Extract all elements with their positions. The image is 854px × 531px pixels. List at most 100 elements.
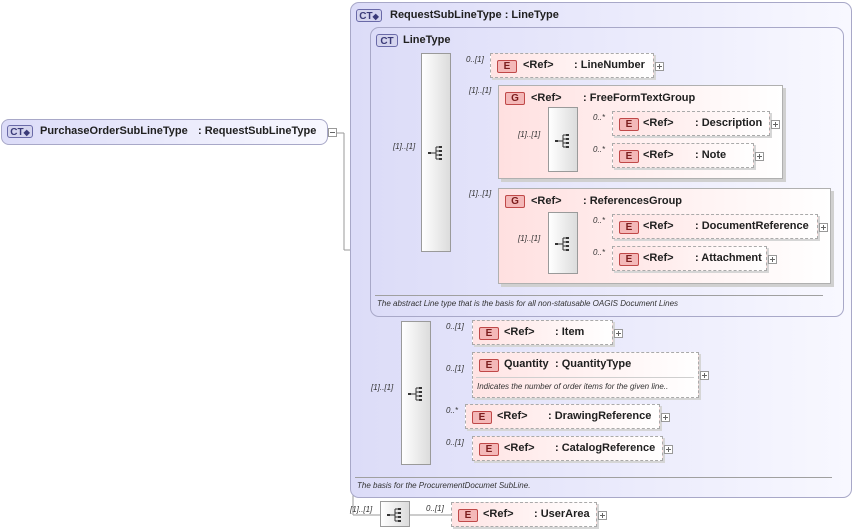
element-document-reference[interactable]: E <Ref> : DocumentReference bbox=[612, 214, 818, 239]
separator bbox=[375, 295, 823, 296]
expand-icon[interactable] bbox=[655, 62, 664, 71]
request-subline-note: The basis for the ProcurementDocumet Sub… bbox=[357, 481, 531, 490]
sequence-icon bbox=[428, 146, 442, 160]
group-name: : FreeFormTextGroup bbox=[583, 92, 696, 104]
element-tag: E bbox=[619, 221, 639, 234]
element-name: : DocumentReference bbox=[695, 220, 809, 232]
element-name: : QuantityType bbox=[555, 358, 632, 370]
separator bbox=[476, 377, 694, 378]
collapse-icon[interactable] bbox=[328, 128, 337, 137]
cardinality: 0..[1] bbox=[446, 438, 464, 447]
element-user-area[interactable]: E <Ref> : UserArea bbox=[451, 502, 597, 527]
element-tag: E bbox=[479, 327, 499, 340]
cardinality: 0..[1] bbox=[446, 364, 464, 373]
element-tag: E bbox=[619, 253, 639, 266]
element-ref: <Ref> bbox=[643, 220, 674, 232]
cardinality: [1]..[1] bbox=[393, 142, 416, 151]
sequence-icon bbox=[387, 508, 401, 522]
element-name: : Note bbox=[695, 149, 727, 161]
element-ref: Quantity bbox=[504, 358, 549, 370]
cardinality: 0..[1] bbox=[466, 55, 484, 64]
ct-tag-label: CT bbox=[10, 127, 24, 138]
sequence-compositor[interactable] bbox=[548, 212, 578, 274]
cardinality: [1]..[1] bbox=[518, 130, 541, 139]
element-drawing-reference[interactable]: E <Ref> : DrawingReference bbox=[465, 404, 660, 429]
expand-icon[interactable] bbox=[771, 120, 780, 129]
element-attachment[interactable]: E <Ref> : Attachment bbox=[612, 246, 767, 271]
element-name: : CatalogReference bbox=[555, 442, 656, 454]
sequence-compositor[interactable] bbox=[421, 53, 451, 252]
expand-icon[interactable] bbox=[755, 152, 764, 161]
root-complex-type[interactable]: CT◆ PurchaseOrderSubLineType : RequestSu… bbox=[1, 119, 328, 145]
element-ref: <Ref> bbox=[643, 117, 674, 129]
group-ref: <Ref> bbox=[531, 195, 562, 207]
cardinality: [1]..[1] bbox=[469, 189, 492, 198]
element-ref: <Ref> bbox=[504, 442, 535, 454]
element-ref: <Ref> bbox=[643, 149, 674, 161]
line-type-title: LineType bbox=[403, 34, 451, 46]
element-note-text: Indicates the number of order items for … bbox=[477, 382, 669, 391]
sequence-icon bbox=[555, 237, 569, 251]
expand-icon[interactable] bbox=[614, 329, 623, 338]
element-name: : Item bbox=[555, 326, 585, 338]
group-name: : ReferencesGroup bbox=[583, 195, 683, 207]
cardinality: 0..* bbox=[593, 145, 606, 154]
element-tag: E bbox=[479, 443, 499, 456]
cardinality: 0..* bbox=[593, 216, 606, 225]
cardinality: 0..* bbox=[446, 406, 459, 415]
element-description[interactable]: E <Ref> : Description bbox=[612, 111, 770, 136]
element-tag: E bbox=[619, 150, 639, 163]
ct-tag-label: CT bbox=[380, 36, 394, 47]
element-ref: <Ref> bbox=[504, 326, 535, 338]
ct-tag-label: CT bbox=[359, 11, 373, 22]
expand-icon[interactable] bbox=[819, 223, 828, 232]
complex-type-icon: CT◆ bbox=[356, 9, 382, 22]
cardinality: 0..* bbox=[593, 248, 606, 257]
group-tag: G bbox=[505, 195, 525, 208]
cardinality: 0..[1] bbox=[426, 504, 444, 513]
element-name: : Attachment bbox=[695, 252, 762, 264]
element-name: : LineNumber bbox=[574, 59, 645, 71]
element-note[interactable]: E <Ref> : Note bbox=[612, 143, 754, 168]
expand-icon[interactable] bbox=[700, 371, 709, 380]
sequence-compositor[interactable] bbox=[548, 107, 578, 172]
sequence-icon bbox=[555, 134, 569, 148]
expand-icon[interactable] bbox=[768, 255, 777, 264]
expand-icon[interactable] bbox=[661, 413, 670, 422]
group-ref: <Ref> bbox=[531, 92, 562, 104]
sequence-icon bbox=[408, 387, 422, 401]
request-subline-title: RequestSubLineType : LineType bbox=[390, 9, 559, 21]
element-tag: E bbox=[472, 411, 492, 424]
element-ref: <Ref> bbox=[483, 508, 514, 520]
cardinality: [1]..[1] bbox=[518, 234, 541, 243]
element-catalog-reference[interactable]: E <Ref> : CatalogReference bbox=[472, 436, 663, 461]
root-base-type: : RequestSubLineType bbox=[198, 125, 317, 137]
separator bbox=[355, 477, 832, 478]
cardinality: 0..[1] bbox=[446, 322, 464, 331]
expand-icon[interactable] bbox=[664, 445, 673, 454]
cardinality: 0..* bbox=[593, 113, 606, 122]
element-name: : DrawingReference bbox=[548, 410, 652, 422]
element-tag: E bbox=[458, 509, 478, 522]
element-name: : Description bbox=[695, 117, 763, 129]
element-tag: E bbox=[619, 118, 639, 131]
sequence-compositor[interactable] bbox=[401, 321, 431, 465]
element-item[interactable]: E <Ref> : Item bbox=[472, 320, 613, 345]
cardinality: [1]..[1] bbox=[371, 383, 394, 392]
element-tag: E bbox=[497, 60, 517, 73]
element-name: : UserArea bbox=[534, 508, 590, 520]
cardinality: [1]..[1] bbox=[469, 86, 492, 95]
element-line-number[interactable]: E <Ref> : LineNumber bbox=[490, 53, 654, 78]
group-tag: G bbox=[505, 92, 525, 105]
complex-type-icon: CT bbox=[376, 34, 398, 47]
expand-icon[interactable] bbox=[598, 511, 607, 520]
element-quantity[interactable]: E Quantity : QuantityType Indicates the … bbox=[472, 352, 699, 398]
cardinality: [1]..[1] bbox=[350, 505, 373, 514]
element-ref: <Ref> bbox=[523, 59, 554, 71]
element-tag: E bbox=[479, 359, 499, 372]
complex-type-icon: CT◆ bbox=[7, 125, 33, 138]
element-ref: <Ref> bbox=[497, 410, 528, 422]
sequence-compositor[interactable] bbox=[380, 501, 410, 527]
line-type-note: The abstract Line type that is the basis… bbox=[377, 299, 679, 308]
element-ref: <Ref> bbox=[643, 252, 674, 264]
